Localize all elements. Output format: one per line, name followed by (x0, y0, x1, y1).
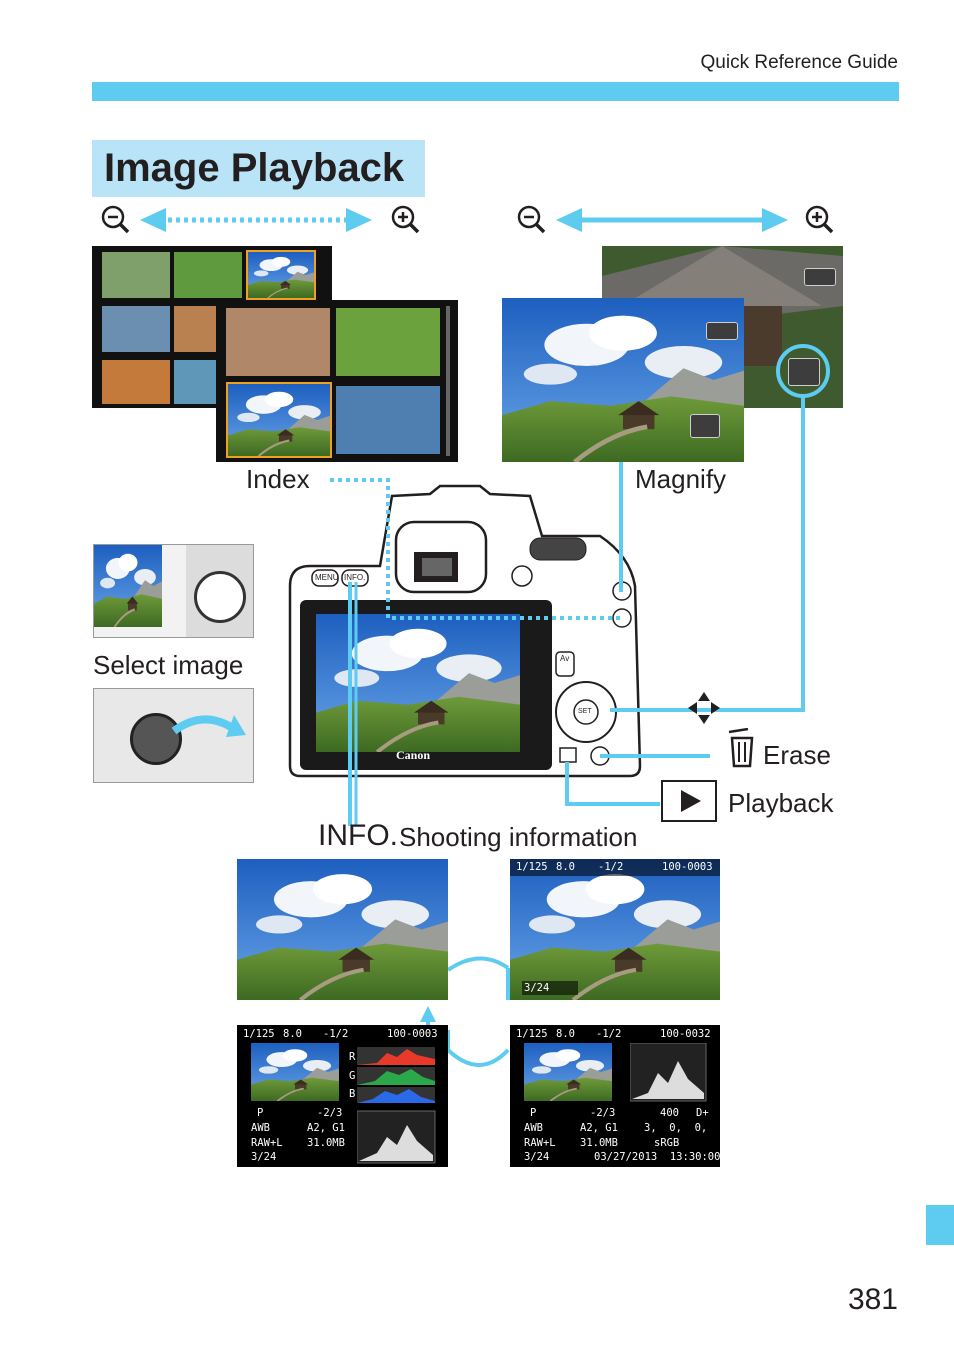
basic-shutter: 1/125 (516, 861, 548, 873)
rgb-count: 3/24 (251, 1151, 277, 1163)
zoom-in-icon (391, 205, 420, 234)
title-background (92, 140, 425, 197)
playback-icon (661, 780, 717, 822)
return-icon (804, 268, 836, 286)
index-label: Index (246, 464, 310, 494)
page-title: Image Playback (104, 146, 405, 190)
bright-flash-comp: -2/3 (590, 1107, 616, 1119)
bright-wb: AWB (524, 1122, 543, 1134)
magnified-view (502, 298, 744, 462)
magnify-label: Magnify (635, 464, 727, 494)
camera-brand-logo: Canon (396, 748, 431, 762)
zoom-out-icon (517, 205, 546, 234)
select-image-label: Select image (93, 650, 244, 680)
erase-label: Erase (763, 740, 831, 770)
rgb-channel-g: G (349, 1070, 356, 1082)
bright-iso: 400 (660, 1107, 679, 1119)
rgb-aperture: 8.0 (283, 1028, 302, 1040)
cross-keys-icon (688, 692, 720, 724)
rgb-mode: P (257, 1107, 264, 1119)
bright-exposure-comp: -1/2 (596, 1028, 622, 1040)
bright-aperture: 8.0 (556, 1028, 575, 1040)
playback-label: Playback (728, 788, 834, 818)
zoom-out-icon (101, 205, 130, 234)
rgb-channel-b: B (349, 1088, 356, 1100)
info-icon: INFO. (318, 819, 398, 852)
select-image-photo-cross-keys (93, 544, 254, 638)
select-image-photo-main-dial (93, 688, 254, 783)
index-4-thumbnails (216, 300, 458, 462)
info-screen-basic: 1/125 8.0 -1/2 100-0003 3/24 (510, 859, 720, 1000)
header-bar (92, 82, 899, 101)
info-screen-brightness-histogram: 1/125 8.0 -1/2 100-0032 P -2/3 400 D+ AW… (510, 1025, 720, 1167)
set-button[interactable]: SET (578, 708, 592, 715)
bright-file-number: 100-0032 (660, 1028, 711, 1040)
rgb-exposure-comp: -1/2 (323, 1028, 349, 1040)
bright-wb-shift: A2, G1 (580, 1122, 618, 1134)
rgb-shutter: 1/125 (243, 1028, 275, 1040)
zoom-in-icon (805, 205, 834, 234)
bright-shutter: 1/125 (516, 1028, 548, 1040)
info-screen-rgb-histogram: 1/125 8.0 -1/2 100-0003 R G B P -2/3 AWB… (237, 1025, 448, 1167)
info-screen-image-only (237, 859, 448, 1000)
basic-aperture: 8.0 (556, 861, 575, 873)
rgb-channel-r: R (349, 1051, 356, 1063)
bright-datetime: 03/27/2013 13:30:00 (594, 1151, 720, 1163)
rgb-quality: RAW+L (251, 1137, 283, 1149)
bright-mode: P (530, 1107, 537, 1119)
bright-quality: RAW+L (524, 1137, 556, 1149)
rgb-histogram-graph (357, 1047, 436, 1164)
rgb-size: 31.0MB (307, 1137, 345, 1149)
basic-count: 3/24 (524, 982, 550, 994)
chapter-tab (926, 1205, 954, 1245)
info-button[interactable]: INFO. (344, 573, 366, 582)
av-button[interactable]: Av (560, 654, 570, 663)
index-zoom-arrows (101, 205, 420, 234)
basic-exposure-comp: -1/2 (598, 861, 624, 873)
magnify-zoom-arrows (517, 205, 834, 234)
rgb-wb: AWB (251, 1122, 270, 1134)
guide-title: Quick Reference Guide (700, 52, 899, 73)
bright-size: 31.0MB (580, 1137, 618, 1149)
rgb-file-number: 100-0003 (387, 1028, 438, 1040)
menu-button[interactable]: MENU (315, 573, 339, 582)
bright-picture-style: 3, 0, 0, 0 (644, 1122, 720, 1134)
magnify-position-icon (788, 358, 820, 386)
brightness-histogram-graph (630, 1043, 707, 1102)
shooting-information-label: Shooting information (399, 822, 638, 852)
magnify-position-icon (690, 414, 720, 438)
basic-file-number: 100-0003 (662, 861, 713, 873)
bright-d-plus: D+ (696, 1107, 709, 1119)
bright-color-space: sRGB (654, 1137, 680, 1149)
page-number: 381 (847, 1283, 898, 1316)
return-icon (706, 322, 738, 340)
rgb-flash-comp: -2/3 (317, 1107, 343, 1119)
erase-icon (728, 728, 754, 768)
rgb-wb-shift: A2, G1 (307, 1122, 345, 1134)
bright-count: 3/24 (524, 1151, 550, 1163)
